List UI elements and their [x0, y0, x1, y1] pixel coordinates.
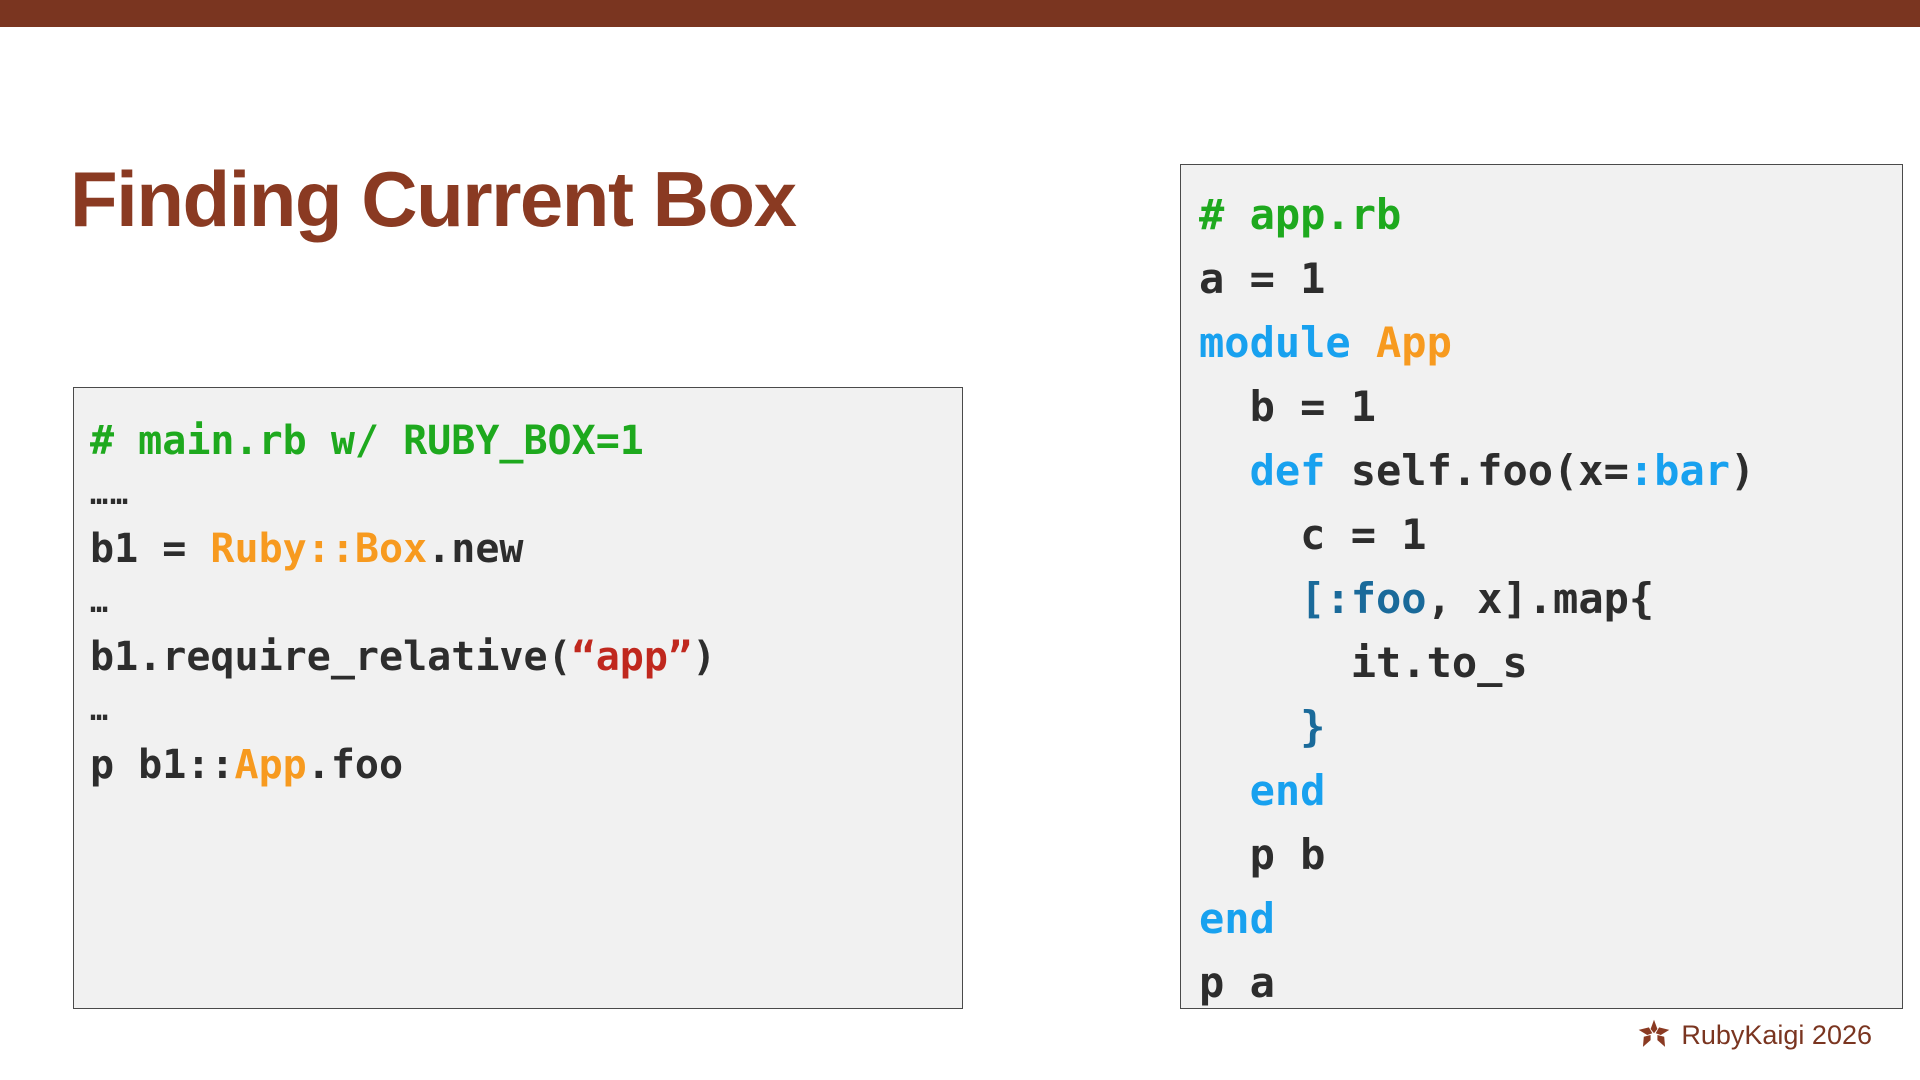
code-token-plain: .map{ — [1527, 574, 1655, 623]
page-title: Finding Current Box — [70, 155, 797, 244]
code-token-constant: Ruby::Box — [210, 526, 428, 572]
code-token-symbol: :foo — [1325, 574, 1427, 623]
code-token-plain: p a — [1199, 958, 1275, 1007]
code-token-plain: ) — [1730, 446, 1756, 495]
code-line: } — [1199, 695, 1902, 759]
code-token-keyword: end — [1249, 766, 1326, 815]
code-token-plain — [1199, 766, 1250, 815]
code-line: a = 1 — [1199, 247, 1902, 311]
code-token-plain: b1 = — [90, 526, 211, 572]
code-token-plain: .foo — [306, 742, 404, 788]
code-line: end — [1199, 887, 1902, 951]
code-token-plain — [1199, 446, 1250, 495]
code-token-constant: App — [234, 742, 307, 788]
brand-label: RubyKaigi 2026 — [1681, 1019, 1872, 1050]
code-token-plain: c = 1 — [1199, 510, 1427, 559]
code-line: p b — [1199, 823, 1902, 887]
code-block-app-rb: # app.rb a = 1 module App b = 1 def self.f… — [1180, 164, 1903, 1009]
code-line: … — [90, 580, 962, 626]
code-block-main-rb: # main.rb w/ RUBY_BOX=1……b1 = Ruby::Box.… — [73, 387, 963, 1009]
code-token-plain: p b1:: — [90, 742, 235, 788]
code-token-plain: … — [90, 693, 111, 728]
code-token-symbol: } — [1199, 702, 1326, 751]
code-token-plain: a = 1 — [1199, 254, 1326, 303]
code-token-plain: p b — [1199, 830, 1326, 879]
top-accent-bar — [0, 0, 1920, 27]
code-token-plain: … — [90, 585, 111, 620]
code-line: p a — [1199, 951, 1902, 1008]
code-token-plain: …… — [90, 477, 131, 512]
code-line: # app.rb — [1199, 183, 1902, 247]
code-line: c = 1 — [1199, 503, 1902, 567]
code-token-keyword: def — [1249, 446, 1326, 495]
code-token-plain: , x] — [1426, 574, 1528, 623]
code-line: b1 = Ruby::Box.new — [90, 518, 962, 580]
code-token-comment: # main.rb w/ RUBY_BOX=1 — [90, 418, 644, 464]
code-token-plain: b = 1 — [1199, 382, 1377, 431]
code-token-string: “app” — [571, 634, 693, 680]
code-line: …… — [90, 472, 962, 518]
code-line: [:foo, x].map{ — [1199, 567, 1902, 631]
code-line: p b1::App.foo — [90, 734, 962, 796]
code-token-constant: App — [1376, 318, 1452, 367]
code-line: def self.foo(x=:bar) — [1199, 439, 1902, 503]
code-line: … — [90, 688, 962, 734]
code-token-plain: ) — [692, 634, 717, 680]
code-token-comment: # app.rb — [1199, 190, 1402, 239]
code-token-plain: b1.require_relative( — [90, 634, 572, 680]
code-line: module App — [1199, 311, 1902, 375]
rubykaigi-logo-icon — [1637, 1018, 1671, 1052]
code-token-plain: it.to_s — [1199, 638, 1528, 687]
code-token-keyword: module — [1199, 318, 1377, 367]
code-line: it.to_s — [1199, 631, 1902, 695]
code-line: b1.require_relative(“app”) — [90, 626, 962, 688]
code-token-keyword: end — [1199, 894, 1275, 943]
code-token-symbol: [ — [1199, 574, 1326, 623]
code-token-plain: .new — [427, 526, 524, 572]
code-token-plain: self.foo(x= — [1325, 446, 1629, 495]
code-line: # main.rb w/ RUBY_BOX=1 — [90, 410, 962, 472]
code-line: end — [1199, 759, 1902, 823]
code-line: b = 1 — [1199, 375, 1902, 439]
footer-branding: RubyKaigi 2026 — [1637, 1018, 1872, 1052]
code-token-keyword: :bar — [1628, 446, 1731, 495]
